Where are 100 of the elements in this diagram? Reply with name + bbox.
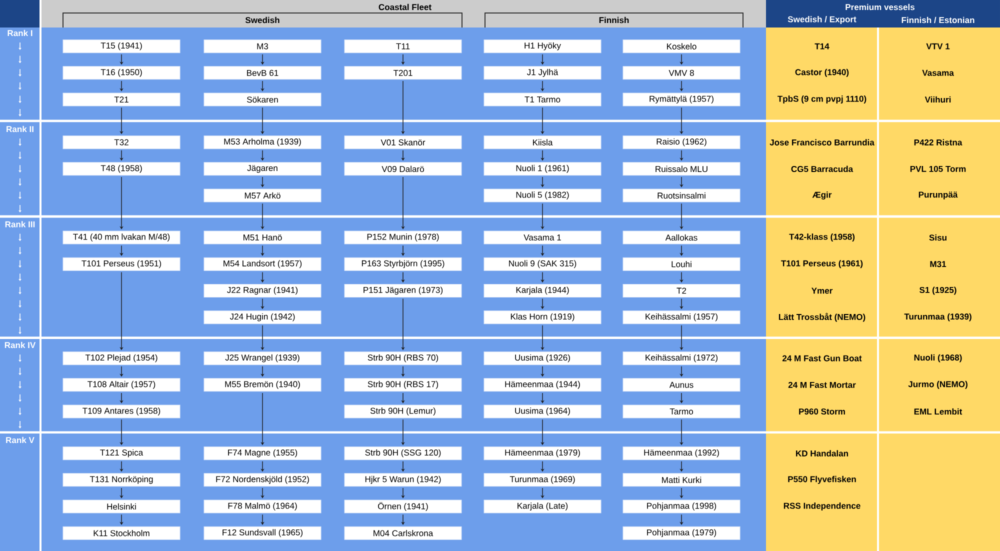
vessel-box: Matti Kurki — [622, 473, 740, 487]
vessel-box: T21 — [62, 92, 180, 106]
vessel-box: J24 Hugin (1942) — [204, 310, 322, 324]
vessel-name: VTV 1 — [926, 43, 950, 50]
vessel-box: VMV 8 — [622, 66, 740, 80]
vessel-box: T41 (40 mm lvakan M/48) — [62, 230, 180, 244]
vessel-box: F74 Magne (1955) — [204, 446, 322, 460]
vessel-box: Nuoli 5 (1982) — [484, 188, 602, 202]
vessel-name: Ymer — [811, 288, 833, 294]
vessel-box: Louhi — [622, 257, 740, 271]
vessel-box: Strb 90H (RBS 17) — [344, 378, 462, 392]
vessel-box: T108 Altair (1957) — [62, 378, 180, 392]
vessel-box: Karjala (Late) — [484, 500, 602, 514]
vessel-box: Ruissalo MLU — [622, 162, 740, 176]
vessel-box: Hämeenmaa (1979) — [484, 446, 602, 460]
vessel-box: Rymättylä (1957) — [622, 92, 740, 106]
vessel-box: Strb 90H (RBS 70) — [344, 352, 462, 366]
vessel-box: T15 (1941) — [62, 40, 180, 54]
vessel-name: Vasama — [922, 70, 954, 76]
vessel-box: Sökaren — [204, 92, 322, 106]
vessel-box: Nuoli 9 (SAK 315) — [484, 257, 602, 271]
vessel-box: Jägaren — [204, 162, 322, 176]
vessel-box: P163 Styrbjörn (1995) — [344, 257, 462, 271]
vessel-name: TpbS (9 cm pvpj 1110) — [778, 96, 866, 104]
vessel-box: J22 Ragnar (1941) — [204, 284, 322, 298]
vessel-name: CG5 Barracuda — [791, 166, 854, 172]
vessel-box: Hjkr 5 Warun (1942) — [344, 473, 462, 487]
vessel-box: T2 — [622, 284, 740, 298]
vessel-box: BevB 61 — [204, 66, 322, 80]
vessel-name: Viihuri — [924, 96, 951, 103]
vessel-box: Keihässalmi (1972) — [622, 352, 740, 366]
column-header: Swedish / Export — [788, 16, 856, 24]
vessel-box: T109 Antares (1958) — [62, 404, 180, 418]
rank-label: Rank IV — [4, 342, 36, 348]
vessel-name: Castor (1940) — [795, 68, 849, 77]
vessel-box: Aallokas — [622, 230, 740, 244]
rank-label: Rank II — [6, 126, 34, 132]
vessel-box: Hämeenmaa (1992) — [622, 446, 740, 460]
vessel-box: M51 Hanö — [204, 230, 322, 244]
vessel-box: Ruotsinsalmi — [622, 188, 740, 202]
vessel-name: S1 (1925) — [920, 286, 956, 295]
vessel-box: Örnen (1941) — [344, 500, 462, 514]
vessel-name: Lätt Trossbåt (NEMO) — [778, 312, 866, 322]
vessel-name: T101 Perseus (1961) — [781, 260, 863, 268]
vessel-box: T101 Perseus (1951) — [62, 257, 180, 271]
vessel-box: Uusima (1926) — [484, 352, 602, 366]
vessel-box: T11 — [344, 40, 462, 54]
vessel-name: Jurmo (NEMO) — [908, 380, 968, 389]
vessel-box: V01 Skanör — [344, 136, 462, 150]
vessel-box: M04 Carlskrona — [344, 526, 462, 540]
vessel-box: Helsinki — [62, 500, 180, 514]
vessel-name: Purunpää — [918, 192, 958, 200]
vessel-box: Kiisla — [484, 136, 602, 150]
vessel-name: M31 — [930, 261, 946, 268]
vessel-box: F72 Nordenskjöld (1952) — [204, 473, 322, 487]
vessel-box: Tarmo — [622, 404, 740, 418]
vessel-box: T1 Tarmo — [484, 92, 602, 106]
vessel-name: PVL 105 Torm — [910, 166, 966, 172]
vessel-box: M54 Landsort (1957) — [204, 257, 322, 271]
vessel-name: T14 — [814, 43, 830, 50]
vessel-box: Pohjanmaa (1998) — [622, 500, 740, 514]
vessel-box: Turunmaa (1969) — [484, 473, 602, 487]
vessel-name: Jose Francisco Barrundia — [770, 139, 874, 146]
vessel-box: H1 Hyöky — [484, 40, 602, 54]
vessel-name: P960 Storm — [799, 408, 845, 415]
vessel-box: Raisio (1962) — [622, 136, 740, 150]
vessel-name: 24 M Fast Mortar — [788, 382, 856, 388]
vessel-box: Vasama 1 — [484, 230, 602, 244]
vessel-box: Strb 90H (Lemur) — [344, 404, 462, 418]
vessel-box: T102 Plejad (1954) — [62, 352, 180, 366]
vessel-box: Koskelo — [622, 40, 740, 54]
vessel-name: EML Lembit — [914, 408, 962, 415]
vessel-box: Nuoli 1 (1961) — [484, 162, 602, 176]
rank-label: Rank III — [5, 221, 35, 228]
vessel-box: Hämeenmaa (1944) — [484, 378, 602, 392]
vessel-box: F78 Malmö (1964) — [204, 500, 322, 514]
vessel-box: P151 Jägaren (1973) — [344, 284, 462, 298]
column-header: Premium vessels — [846, 4, 914, 10]
vessel-box: T48 (1958) — [62, 162, 180, 176]
vessel-box: Uusima (1964) — [484, 404, 602, 418]
vessel-name: P550 Flyvefisken — [788, 476, 856, 484]
vessel-box: Karjala (1944) — [484, 284, 602, 298]
vessel-name: Sisu — [929, 234, 946, 241]
vessel-name: Nuoli (1968) — [914, 354, 962, 362]
vessel-box: M3 — [204, 40, 322, 54]
vessel-name: KD Handalan — [796, 450, 848, 456]
vessel-box: Pohjanmaa (1979) — [622, 526, 740, 540]
vessel-box: F12 Sundsvall (1965) — [204, 526, 322, 540]
vessel-box: J1 Jylhä — [484, 66, 602, 80]
vessel-box: K11 Stockholm — [62, 526, 180, 540]
vessel-box: Strb 90H (SSG 120) — [344, 446, 462, 460]
vessel-name: Turunmaa (1939) — [904, 313, 972, 322]
vessel-box: T16 (1950) — [62, 66, 180, 80]
vessel-box: M57 Arkö — [204, 188, 322, 202]
vessel-name: Ægir — [812, 192, 832, 200]
vessel-box: M53 Arholma (1939) — [204, 136, 322, 150]
column-header: Swedish — [245, 16, 280, 24]
rank-label: Rank I — [8, 30, 32, 36]
vessel-box: T121 Spica — [62, 446, 180, 460]
rank-label: Rank V — [6, 436, 34, 444]
